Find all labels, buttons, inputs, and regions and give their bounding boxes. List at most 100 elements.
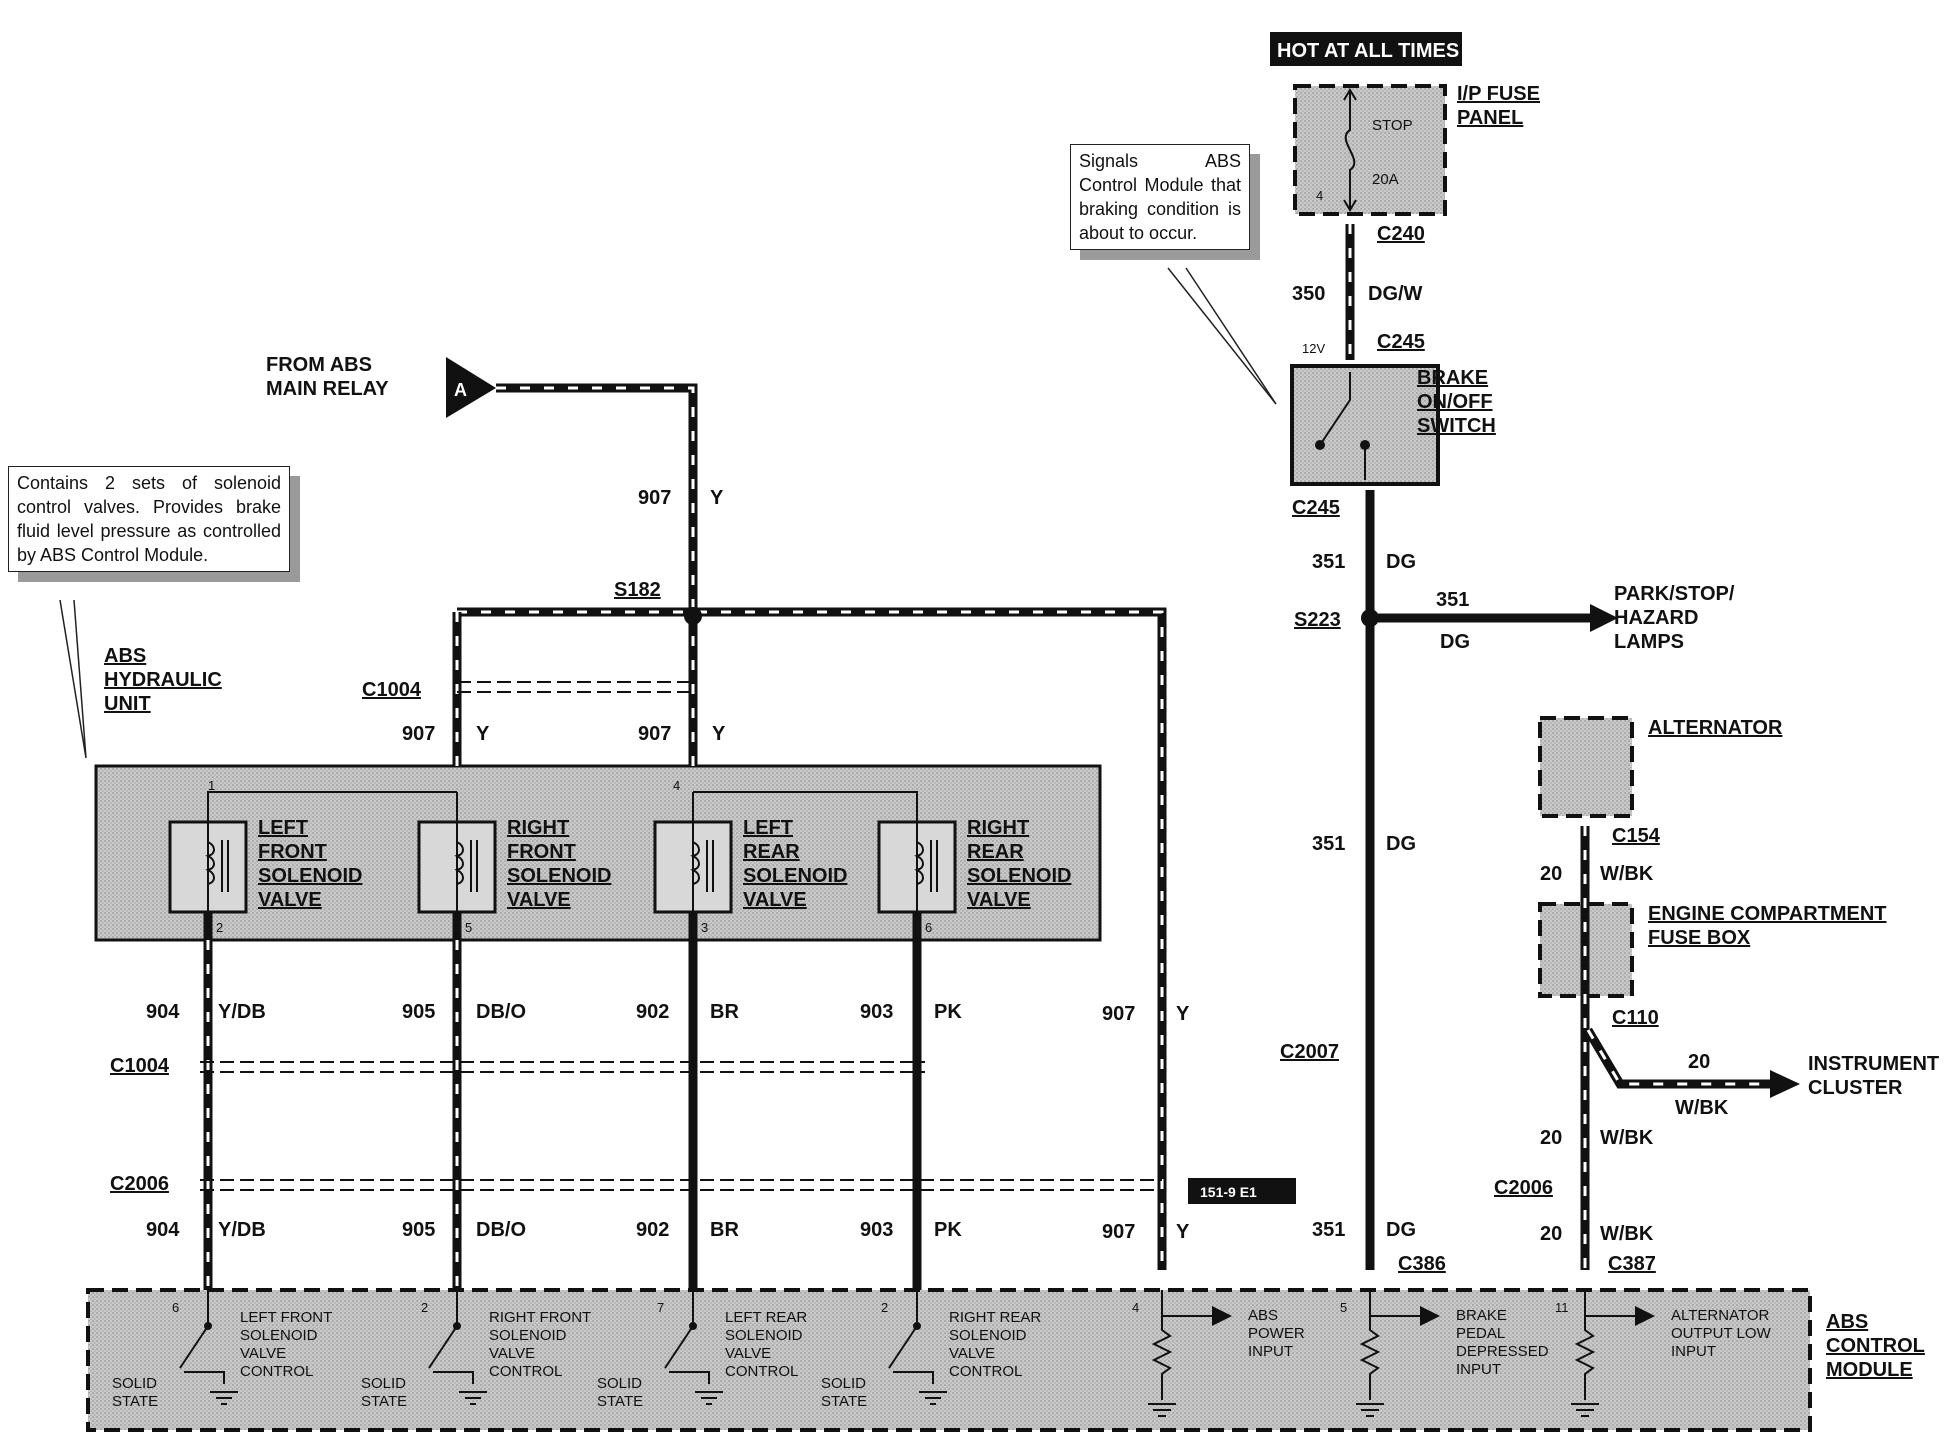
wire-907-label-d: 907 [1102,1221,1135,1243]
wire-dbo-label-1: DB/O [476,1001,526,1023]
solid-state-label: SOLID [112,1375,157,1392]
module-driver-label: RIGHT REAR [949,1309,1041,1326]
wire-904-label-1: 904 [146,1001,180,1023]
solenoid-valve-label: VALVE [507,889,571,911]
ip-fuse-panel [1293,84,1447,216]
module-input-label: POWER [1248,1325,1305,1342]
c2006-left-label: C2006 [110,1173,169,1195]
ref-tag-label: 151-9 E1 [1200,1184,1257,1200]
coil-winding-icon [205,841,215,885]
module-pin-label: 11 [1555,1300,1569,1315]
module-driver-label: RIGHT FRONT [489,1309,591,1326]
resistor-icon [1151,1290,1173,1400]
solenoid-valve-label: REAR [967,841,1024,863]
module-driver-label: CONTROL [725,1363,798,1380]
wire-ydb-label-1: Y/DB [218,1001,266,1023]
wire-905-label-2: 905 [402,1219,435,1241]
wire-351-label-3: 351 [1312,833,1345,855]
valve-bottom-pin: 2 [216,920,223,935]
module-driver-label: CONTROL [949,1363,1022,1380]
solenoid-valve-label: FRONT [507,841,576,863]
wire-pk-label-1: PK [934,1001,962,1023]
dg-351-wire [1361,490,1618,1270]
module-input-label: DEPRESSED [1456,1343,1549,1360]
solenoid-valve-label: FRONT [258,841,327,863]
s223-label: S223 [1294,609,1341,631]
wire-dg-label-2: DG [1440,631,1470,653]
module-driver-label: SOLENOID [725,1327,803,1344]
ground-icon [919,1391,947,1405]
c240-label: C240 [1377,223,1425,245]
valve-top-pin: 4 [673,778,680,793]
ground-icon [1356,1403,1384,1417]
module-driver-label: VALVE [725,1345,771,1362]
coil-core-icon [706,840,714,892]
valve-bottom-pin: 5 [465,920,472,935]
park-lamps-title-2: HAZARD [1614,607,1698,629]
fuse-pin-label: 4 [1316,188,1323,203]
solid-state-label: SOLID [597,1375,642,1392]
module-pin-label: 4 [1132,1300,1139,1315]
wire-br-label-2: BR [710,1219,739,1241]
solid-state-label: SOLID [361,1375,406,1392]
ip-fuse-panel-title-2: PANEL [1457,107,1523,129]
wire-903-label-1: 903 [860,1001,893,1023]
module-driver-label: VALVE [489,1345,535,1362]
ground-icon [1148,1403,1176,1417]
brake-note-pointer [1167,267,1277,405]
hydraulic-title-3: UNIT [104,693,151,715]
wire-351-label-4: 351 [1312,1219,1345,1241]
ground-icon [210,1391,238,1405]
instrument-cluster-title-1: INSTRUMENT [1808,1053,1939,1075]
valve-bottom-pin: 3 [701,920,708,935]
module-driver-label: VALVE [240,1345,286,1362]
module-input-label: OUTPUT LOW [1671,1325,1772,1342]
instrument-cluster-title-2: CLUSTER [1808,1077,1903,1099]
hydraulic-note: Contains 2 sets of solenoid control valv… [8,466,290,572]
abs-control-module [86,1288,1812,1432]
coil-core-icon [930,840,938,892]
c245-top-label: C245 [1377,331,1425,353]
wire-dg-label-3: DG [1386,833,1416,855]
module-driver-label: SOLENOID [949,1327,1027,1344]
hydraulic-title-1: ABS [104,645,146,667]
brake-switch-title-3: SWITCH [1417,415,1496,437]
wire-y-label-a: Y [476,723,490,745]
c2007-label: C2007 [1280,1041,1339,1063]
brake-switch-title-1: BRAKE [1417,367,1488,389]
solid-state-label: STATE [112,1393,158,1410]
module-pin-label: 5 [1340,1300,1347,1315]
wire-wbk-label-2: W/BK [1675,1097,1729,1119]
ip-fuse-panel-title-1: I/P FUSE [1457,83,1540,105]
module-input-label: PEDAL [1456,1325,1505,1342]
connector-breaks [200,681,1162,1191]
from-abs-relay-1: FROM ABS [266,354,372,376]
module-driver-label: LEFT REAR [725,1309,807,1326]
module-driver-label: CONTROL [240,1363,313,1380]
solenoid-valve-label: SOLENOID [967,865,1071,887]
fuse-stop-label: STOP [1372,117,1413,134]
wire-pk-label-2: PK [934,1219,962,1241]
wire-br-label-1: BR [710,1001,739,1023]
c1004-bottom-label: C1004 [110,1055,170,1077]
wire-20-label-2: 20 [1688,1051,1710,1073]
wire-dbo-label-2: DB/O [476,1219,526,1241]
module-driver-label: SOLENOID [489,1327,567,1344]
wire-dg-label-1: DG [1386,551,1416,573]
wire-wbk-label-1: W/BK [1600,863,1654,885]
volts-label: 12V [1302,341,1325,356]
wire-907-label-a: 907 [402,723,435,745]
wire-902-label-2: 902 [636,1219,669,1241]
s223-splice-dot [1361,609,1379,627]
solenoid-valve-label: RIGHT [967,817,1029,839]
wire-wbk-label-4: W/BK [1600,1223,1654,1245]
